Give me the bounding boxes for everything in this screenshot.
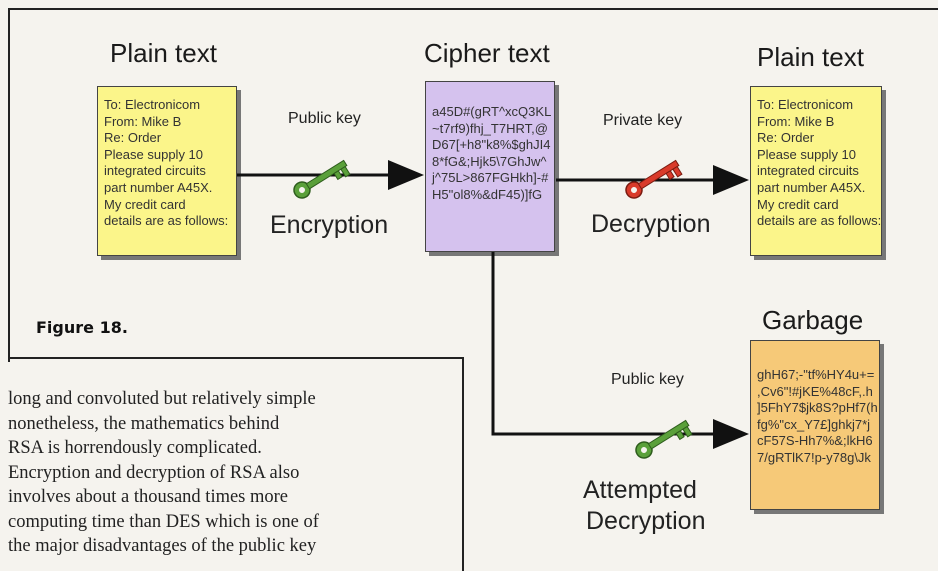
frame-divider [8, 357, 463, 359]
body-paragraph: long and convoluted but relatively simpl… [8, 387, 453, 559]
encryption-label: Encryption [270, 211, 389, 239]
public-key-icon [293, 159, 351, 199]
paragraph-line: computing time than DES which is one of [8, 511, 319, 532]
figure-caption: Figure 18. [36, 318, 128, 337]
paragraph-line: RSA is horrendously complicated. [8, 438, 262, 458]
paragraph-line: involves about a thousand times more [8, 487, 289, 507]
public-key-label-top: Public key [288, 110, 361, 127]
cipher-text-heading: Cipher text [424, 38, 550, 68]
frame-divider-vertical [462, 357, 464, 571]
plain-text-heading-right: Plain text [757, 42, 864, 72]
attempted-decryption-label-line1: Attempted [583, 476, 697, 504]
plain-text-box-right: To: Electronicom From: Mike B Re: Order … [750, 86, 882, 256]
figure-frame [8, 8, 938, 362]
garbage-heading: Garbage [762, 305, 864, 335]
public-key-icon [635, 419, 693, 459]
cipher-text-box: a45D#(gRT^xcQ3KL ~t7rf9)fhj_T7HRT,@ D67[… [425, 81, 555, 252]
attempted-decryption-arrow [491, 252, 749, 449]
private-key-icon [625, 159, 683, 199]
paragraph-line: nonetheless, the mathematics behind [8, 413, 280, 434]
public-key-label-bottom: Public key [611, 371, 684, 388]
garbage-box: ghH67;-"tf%HY4u+= ,Cv6"!#jKE%48cF,.h ]5F… [750, 340, 880, 510]
private-key-label: Private key [603, 112, 683, 129]
plain-text-box-left: To: Electronicom From: Mike B Re: Order … [97, 86, 237, 256]
paragraph-line: long and convoluted but relatively simpl… [8, 389, 316, 409]
paragraph-line: Encryption and decryption of RSA also [8, 462, 300, 483]
decryption-label: Decryption [591, 210, 711, 238]
attempted-decryption-label-line2: Decryption [586, 507, 706, 535]
paragraph-line: the major disadvantages of the public ke… [8, 536, 317, 556]
plain-text-heading-left: Plain text [110, 38, 217, 68]
